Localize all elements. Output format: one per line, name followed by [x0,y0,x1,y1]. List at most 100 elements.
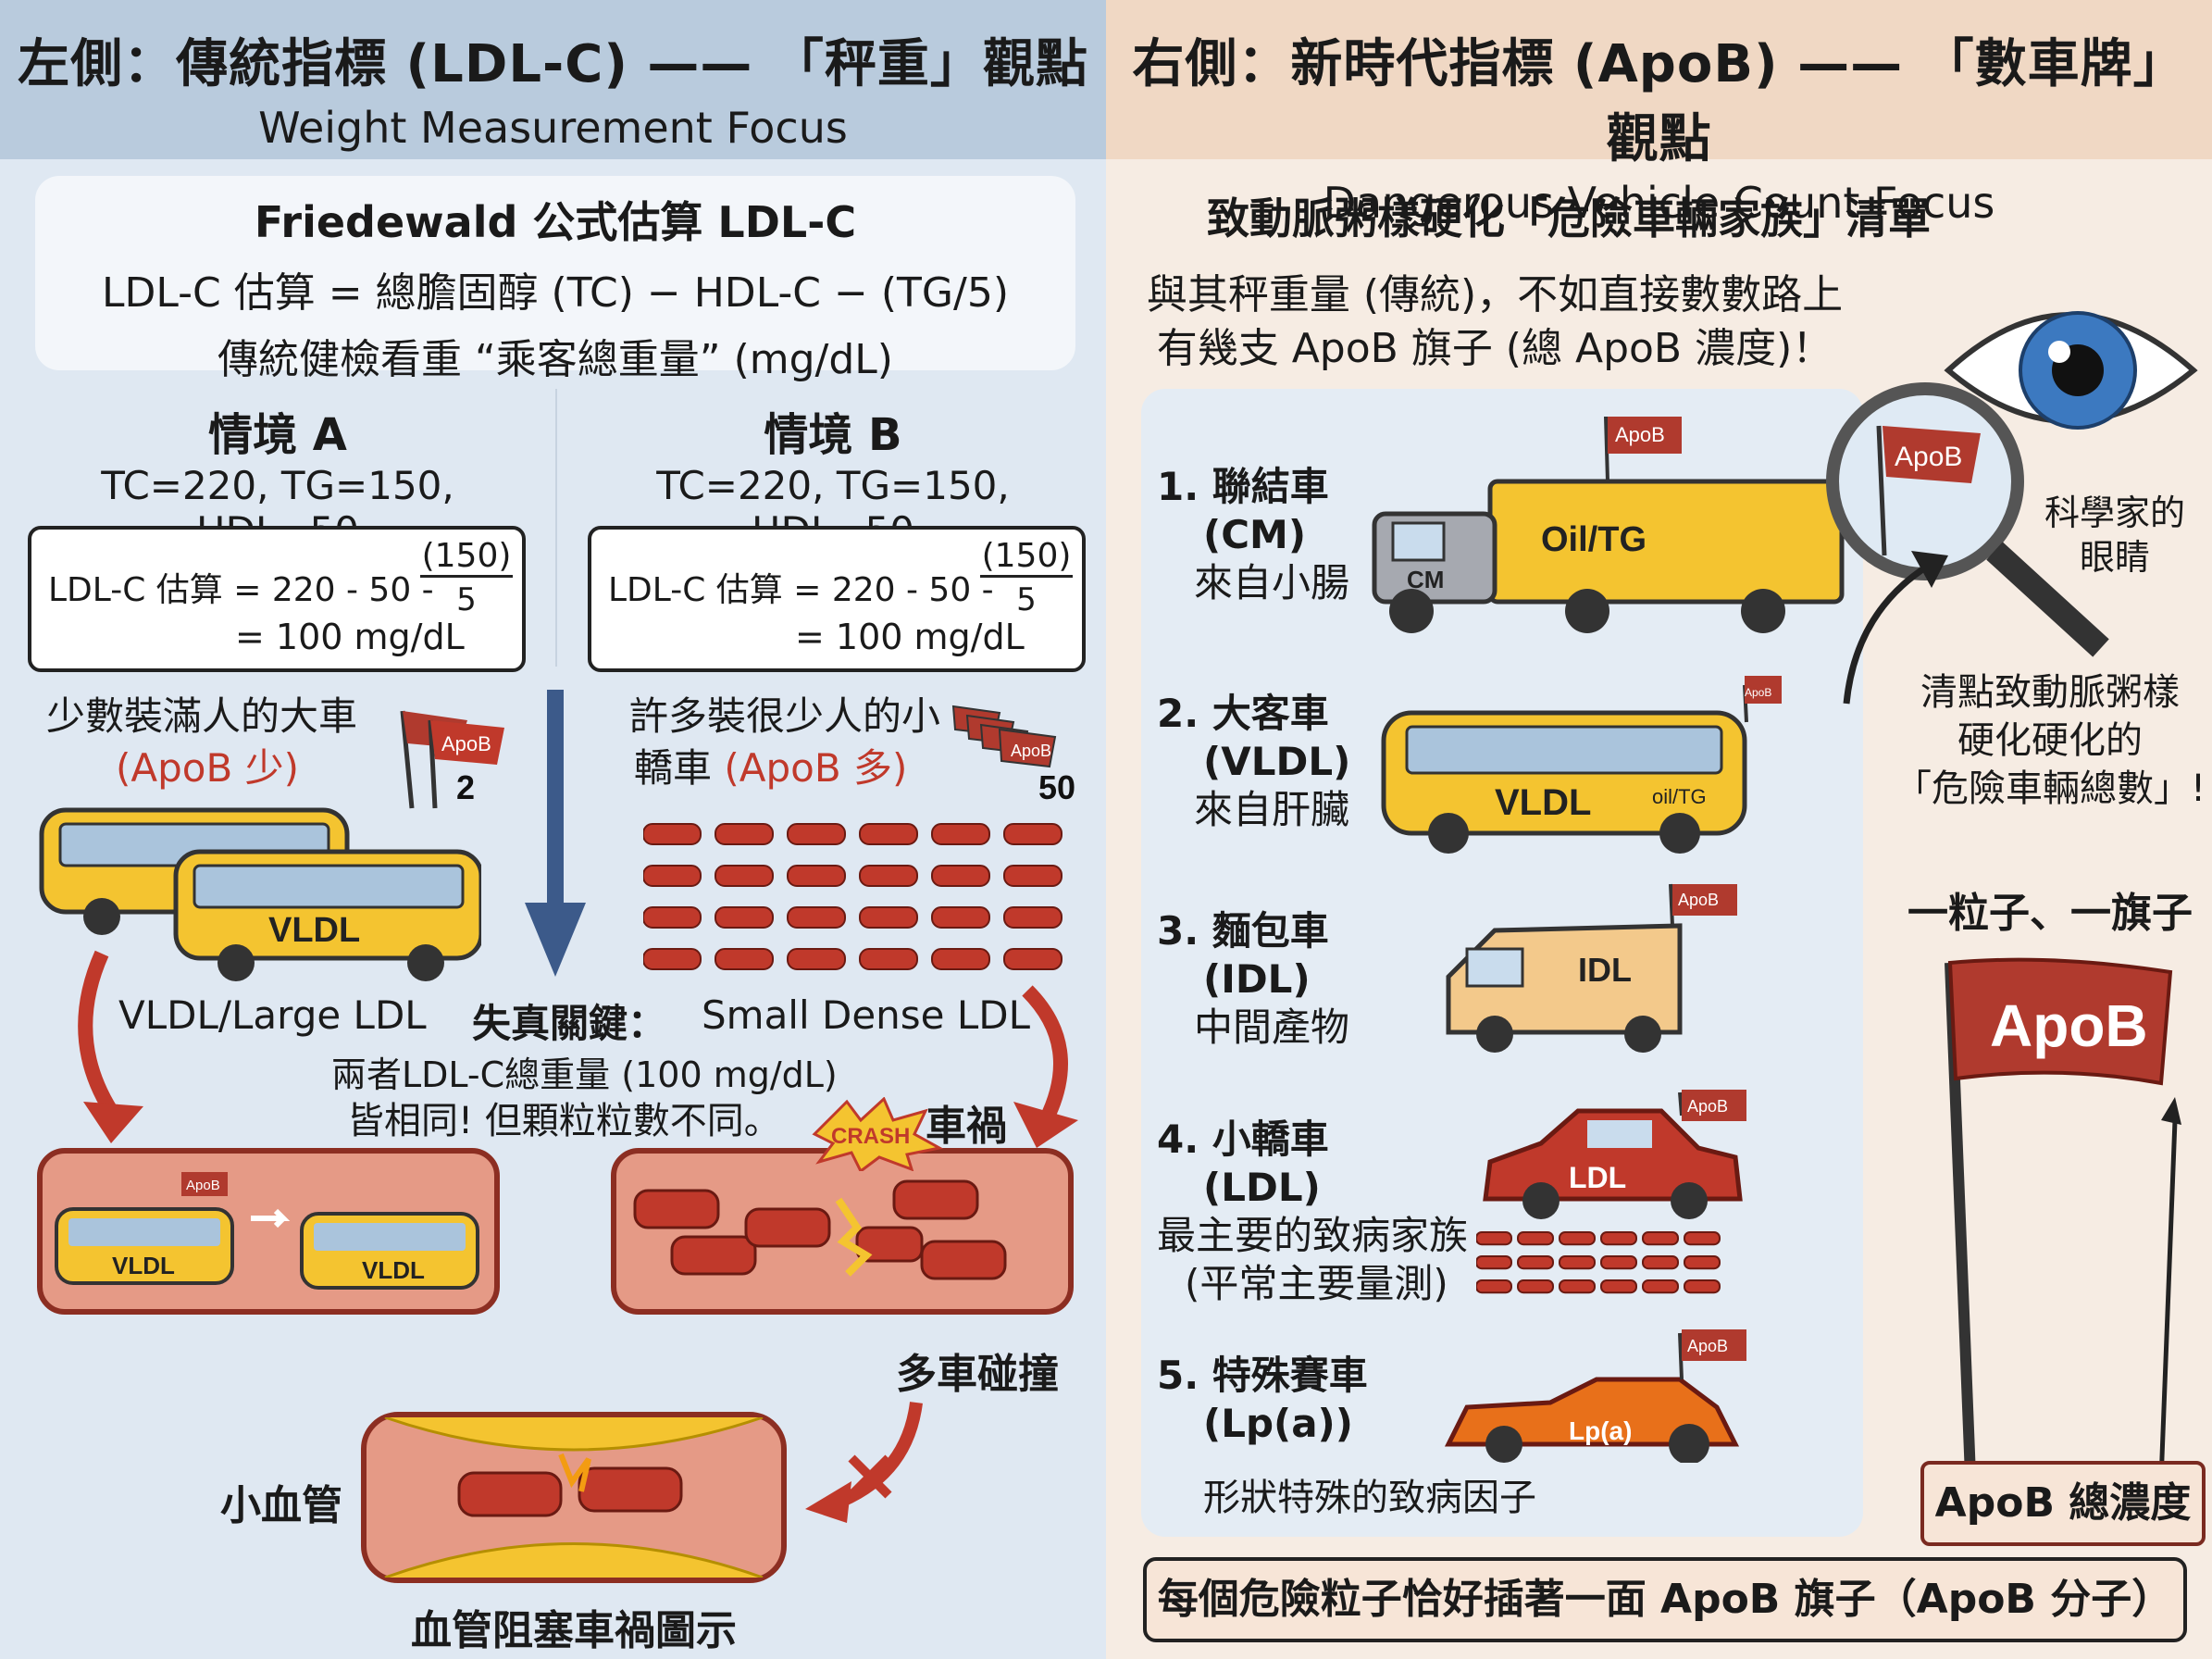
eye-label-line1: 科學家的 [2044,493,2185,533]
scenario-b-title: 情境 B [764,409,902,461]
small-car [642,906,702,929]
eye-label: 科學家的 眼睛 [2022,491,2207,580]
small-car [1003,823,1063,845]
item5-code: (Lp(a)) [1203,1401,1353,1446]
blocked-arrow-icon [805,1402,923,1523]
small-car [642,948,702,970]
item5-flag: ApoB [1687,1337,1728,1355]
scenario-a-title: 情境 A [208,409,347,461]
item5-vehicle: Lp(a) [1569,1416,1632,1445]
left-panel: 左側：傳統指標 (LDL-C) —— 「秤重」觀點 Weight Measure… [0,0,1106,1659]
scenario-b-flag-count: 50 [1038,768,1075,806]
left-curve-arrow-icon [78,950,143,1143]
scenario-a-desc1: 少數裝滿人的大車 [46,693,358,739]
vessel-a: VLDL VLDL ApoB [37,1148,500,1315]
item1-desc: 來自小腸 [1194,560,1350,605]
scenario-a-calc-prefix: LDL-C 估算 = 220 - 50 - [48,571,434,609]
left-subtitle: Weight Measurement Focus [258,103,848,153]
big-apob-flag-icon: ApoB [1945,957,2181,1501]
scenario-a-frac-num: (150) [420,537,513,578]
list-title: 致動脈粥樣硬化「危險車輛家族」清單 [1207,193,1931,243]
total-apob-label: ApoB 總濃度 [1920,1461,2206,1546]
key-line1: 兩者LDL-C總重量 (100 mg/dL) [331,1054,838,1095]
scenario-a-calc-result: = 100 mg/dL [235,617,465,657]
small-car [1476,1255,1512,1270]
item2-title: 2. 大客車 [1157,691,1329,736]
scenario-b-flag-label: ApoB [1011,742,1051,760]
small-car [859,865,918,887]
up-arrow-icon [1843,551,1948,705]
pileup-label: 多車碰撞 [896,1351,1059,1398]
small-car [787,865,846,887]
right-curve-arrow-icon [1013,985,1078,1148]
item4-desc: 最主要的致病家族 [1157,1213,1469,1258]
count-line1: 清點致動脈粥樣 [1920,671,2180,714]
list-item-cm: 1. 聯結車 (CM) 來自小腸 [1157,463,1349,607]
scenario-a-calc-box: LDL-C 估算 = 220 - 50 - (150) 5 = 100 mg/d… [28,526,526,672]
item2-desc: 來自肝臟 [1194,787,1350,832]
small-car [931,906,990,929]
scenario-b-calc-prefix: LDL-C 估算 = 220 - 50 - [608,571,994,609]
item3-desc: 中間產物 [1194,1004,1350,1050]
scenario-b-desc1: 許多裝很少人的小 [629,693,941,739]
item2-tag: oil/TG [1652,785,1707,808]
item3-code: (IDL) [1203,956,1311,1002]
item1-flag: ApoB [1615,423,1665,446]
scenario-b-desc2b: (ApoB 多) [724,745,908,791]
item1-code: (CM) [1203,512,1307,557]
down-arrow-icon [525,690,586,977]
item1-title: 1. 聯結車 [1157,464,1329,509]
item3-title: 3. 麵包車 [1157,908,1329,954]
key-line2: 皆相同! 但顆粒粒數不同。 [347,1100,781,1142]
car-ldl-icon: LDL ApoB [1483,1090,1746,1219]
scenario-b-desc2a: 轎車 [634,745,725,791]
small-car [1003,865,1063,887]
small-car [1559,1279,1596,1294]
item4-desc2: (平常主要量測) [1185,1261,1448,1306]
small-car [787,823,846,845]
intro-line2: 有幾支 ApoB 旗子 (總 ApoB 濃度)！ [1156,325,1833,372]
small-vessel-label: 小血管 [220,1482,342,1529]
small-car [642,865,702,887]
small-car [715,948,774,970]
crash-burst-icon: CRASH [812,1097,944,1171]
small-car [787,948,846,970]
eye-label-line2: 眼睛 [2079,537,2150,578]
scenario-a-desc2: (ApoB 少) [116,745,300,791]
scenario-b-calc-box: LDL-C 估算 = 220 - 50 - (150) 5 = 100 mg/d… [588,526,1086,672]
small-car [1642,1231,1679,1246]
formula-title: Friedewald 公式估算 LDL-C [254,197,857,247]
small-car [642,823,702,845]
item2-flag: ApoB [1745,686,1771,699]
one-particle-text: 一粒子、一旗子 [1908,890,2193,937]
scenario-a-flags-icon: ApoB 2 [400,710,504,809]
formula-line1: LDL-C 估算 = 總膽固醇 (TC) − HDL-C − (TG/5) [101,269,1009,317]
small-car [1476,1279,1512,1294]
list-item-ldl: 4. 小轎車 (LDL) 最主要的致病家族 (平常主要量測) [1157,1116,1468,1308]
big-flag-label: ApoB [1990,992,2148,1059]
small-car [859,906,918,929]
small-car [1003,906,1063,929]
small-car [1684,1255,1721,1270]
small-vessel-caption: 血管阻塞車禍圖示 [411,1607,737,1654]
left-title: 左側：傳統指標 (LDL-C) —— 「秤重」觀點 [18,34,1088,94]
small-car [1684,1231,1721,1246]
scenario-b-frac-num: (150) [980,537,1073,578]
small-car [1600,1231,1637,1246]
small-cars-grid [642,815,1078,981]
racecar-lpa-icon: Lp(a) ApoB [1444,1329,1746,1463]
small-car [1517,1255,1554,1270]
left-header: 左側：傳統指標 (LDL-C) —— 「秤重」觀點 Weight Measure… [0,0,1106,159]
small-car [1559,1231,1596,1246]
scenario-b-calc-result: = 100 mg/dL [795,617,1025,657]
scientist-eye-icon [1944,311,2198,430]
vessel-b-cars [633,1179,1007,1280]
scenario-a-flag-label: ApoB [441,732,491,755]
count-line2: 硬化硬化的 [1957,719,2143,762]
footer-note: 每個危險粒子恰好插著一面 ApoB 旗子（ApoB 分子） [1143,1557,2187,1642]
small-car [1642,1255,1679,1270]
magnifier-flag: ApoB [1895,442,1962,472]
small-car [931,865,990,887]
list-item-vldl: 2. 大客車 (VLDL) 來自肝臟 [1157,690,1350,834]
formula-card: Friedewald 公式估算 LDL-C LDL-C 估算 = 總膽固醇 (T… [35,176,1075,383]
